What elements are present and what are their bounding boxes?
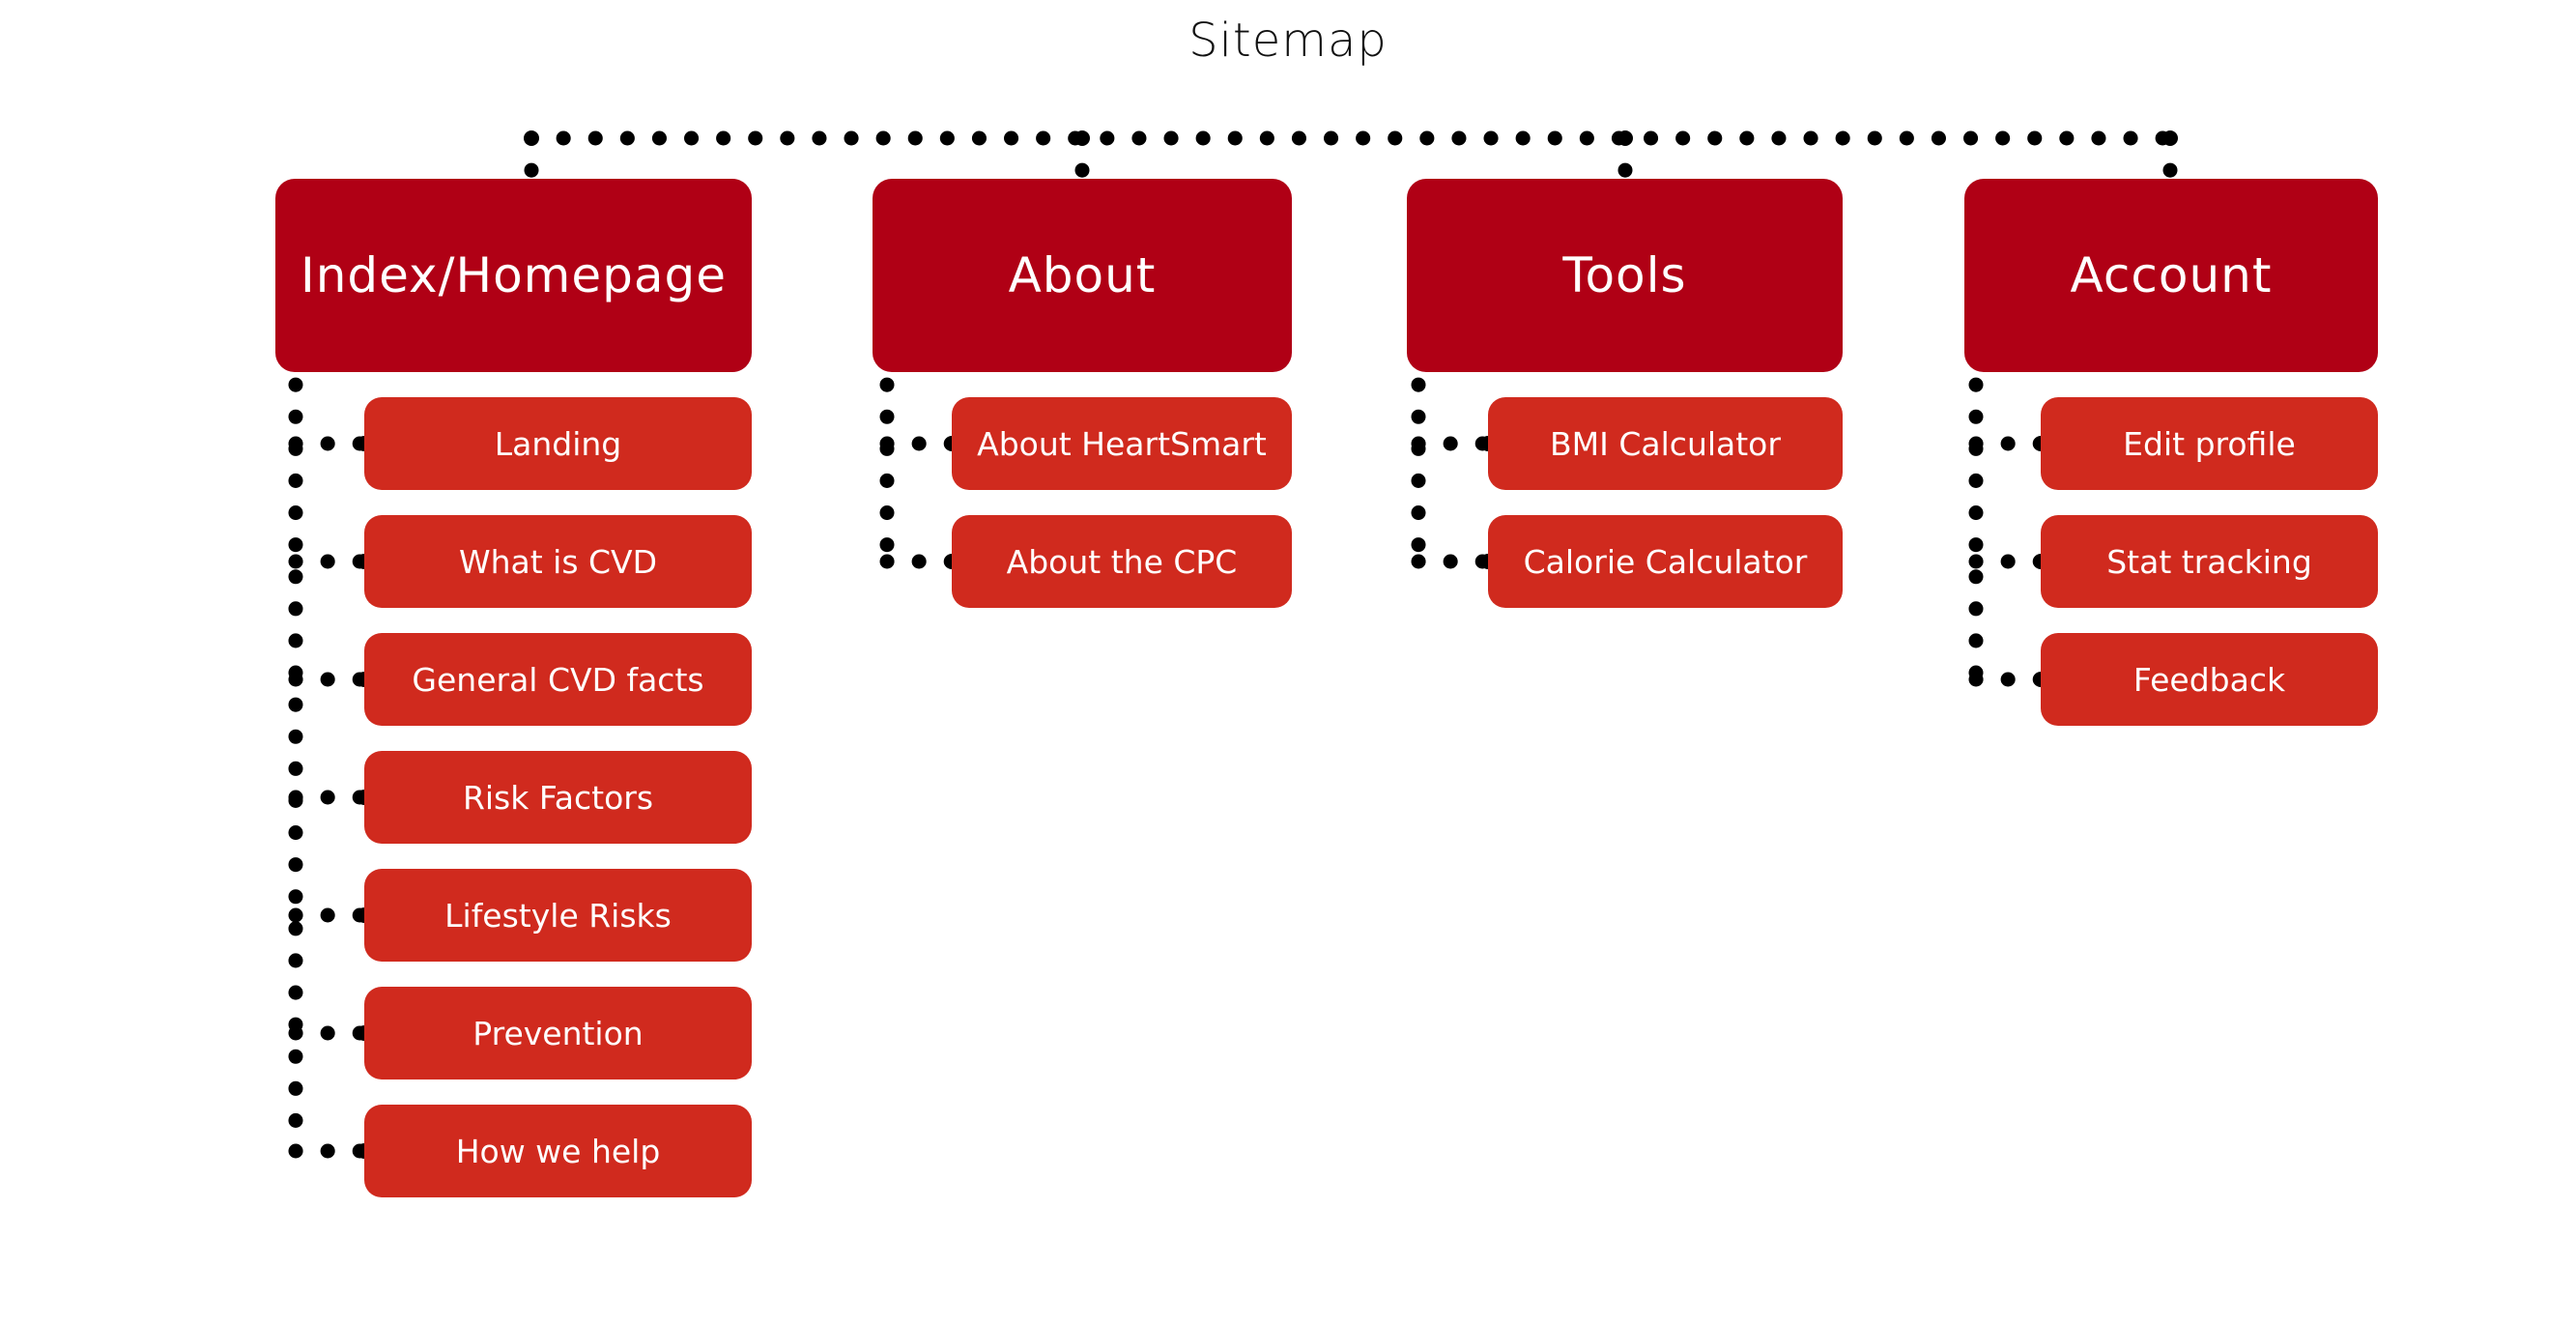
section-node-about[interactable]: About: [873, 179, 1292, 372]
page-node[interactable]: General CVD facts: [364, 633, 752, 726]
section-node-tools[interactable]: Tools: [1407, 179, 1843, 372]
page-node[interactable]: Lifestyle Risks: [364, 869, 752, 962]
section-node-index-homepage[interactable]: Index/Homepage: [275, 179, 752, 372]
page-node[interactable]: What is CVD: [364, 515, 752, 608]
page-node[interactable]: Prevention: [364, 987, 752, 1079]
page-node[interactable]: How we help: [364, 1105, 752, 1197]
page-node[interactable]: Edit profile: [2041, 397, 2378, 490]
page-node[interactable]: About HeartSmart: [952, 397, 1292, 490]
connector-node: [1074, 130, 1090, 146]
page-node[interactable]: About the CPC: [952, 515, 1292, 608]
connector-node: [1617, 130, 1633, 146]
page-node[interactable]: Feedback: [2041, 633, 2378, 726]
connector-node: [524, 130, 539, 146]
page-node[interactable]: Stat tracking: [2041, 515, 2378, 608]
connector-node: [2162, 130, 2178, 146]
page-node[interactable]: Landing: [364, 397, 752, 490]
section-node-account[interactable]: Account: [1964, 179, 2378, 372]
page-node[interactable]: Calorie Calculator: [1488, 515, 1843, 608]
page-node[interactable]: BMI Calculator: [1488, 397, 1843, 490]
page-node[interactable]: Risk Factors: [364, 751, 752, 844]
diagram-title: Sitemap: [1188, 14, 1388, 68]
